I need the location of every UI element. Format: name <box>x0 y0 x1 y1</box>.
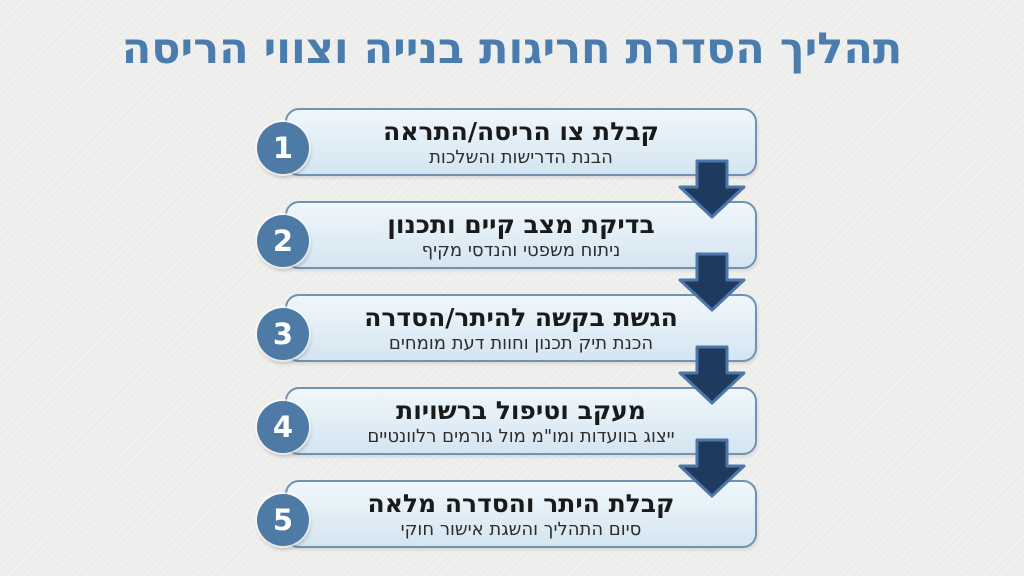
step-box: בדיקת מצב קיים ותכנון ניתוח משפטי והנדסי… <box>285 201 757 269</box>
step-number-badge: 2 <box>257 215 309 267</box>
step-number-badge: 4 <box>257 401 309 453</box>
step-subtitle: הבנת הדרישות והשלכות <box>429 146 613 168</box>
arrow-down-icon <box>678 345 746 405</box>
step-number-badge: 5 <box>257 494 309 546</box>
arrow-down-icon <box>678 159 746 219</box>
step-box: קבלת צו הריסה/התראה הבנת הדרישות והשלכות <box>285 108 757 176</box>
step-number: 4 <box>272 410 294 444</box>
step-box: קבלת היתר והסדרה מלאה סיום התהליך והשגת … <box>285 480 757 548</box>
step-box: מעקב וטיפול ברשויות ייצוג בוועדות ומו"מ … <box>285 387 757 455</box>
step-subtitle: ייצוג בוועדות ומו"מ מול גורמים רלוונטיים <box>367 425 675 447</box>
step-number-badge: 3 <box>257 308 309 360</box>
step-row-4: מעקב וטיפול ברשויות ייצוג בוועדות ומו"מ … <box>0 387 1024 455</box>
step-row-5: קבלת היתר והסדרה מלאה סיום התהליך והשגת … <box>0 480 1024 548</box>
step-title: בדיקת מצב קיים ותכנון <box>387 209 655 239</box>
step-subtitle: הכנת תיק תכנון וחוות דעת מומחים <box>388 332 654 354</box>
step-title: מעקב וטיפול ברשויות <box>396 395 646 425</box>
step-number-badge: 1 <box>257 122 309 174</box>
step-number: 5 <box>272 503 294 537</box>
step-number: 3 <box>272 317 294 351</box>
arrow-down-icon <box>678 252 746 312</box>
step-title: קבלת היתר והסדרה מלאה <box>367 488 675 518</box>
step-number: 2 <box>272 224 294 258</box>
arrow-down-icon <box>678 438 746 498</box>
page-title: תהליך הסדרת חריגות בנייה וצווי הריסה <box>121 24 903 74</box>
step-row-1: קבלת צו הריסה/התראה הבנת הדרישות והשלכות… <box>0 108 1024 176</box>
step-number: 1 <box>272 131 294 165</box>
step-row-2: בדיקת מצב קיים ותכנון ניתוח משפטי והנדסי… <box>0 201 1024 269</box>
step-title: קבלת צו הריסה/התראה <box>383 116 659 146</box>
step-subtitle: ניתוח משפטי והנדסי מקיף <box>421 239 621 261</box>
step-box: הגשת בקשה להיתר/הסדרה הכנת תיק תכנון וחו… <box>285 294 757 362</box>
step-subtitle: סיום התהליך והשגת אישור חוקי <box>400 518 642 540</box>
step-title: הגשת בקשה להיתר/הסדרה <box>364 302 678 332</box>
step-row-3: הגשת בקשה להיתר/הסדרה הכנת תיק תכנון וחו… <box>0 294 1024 362</box>
